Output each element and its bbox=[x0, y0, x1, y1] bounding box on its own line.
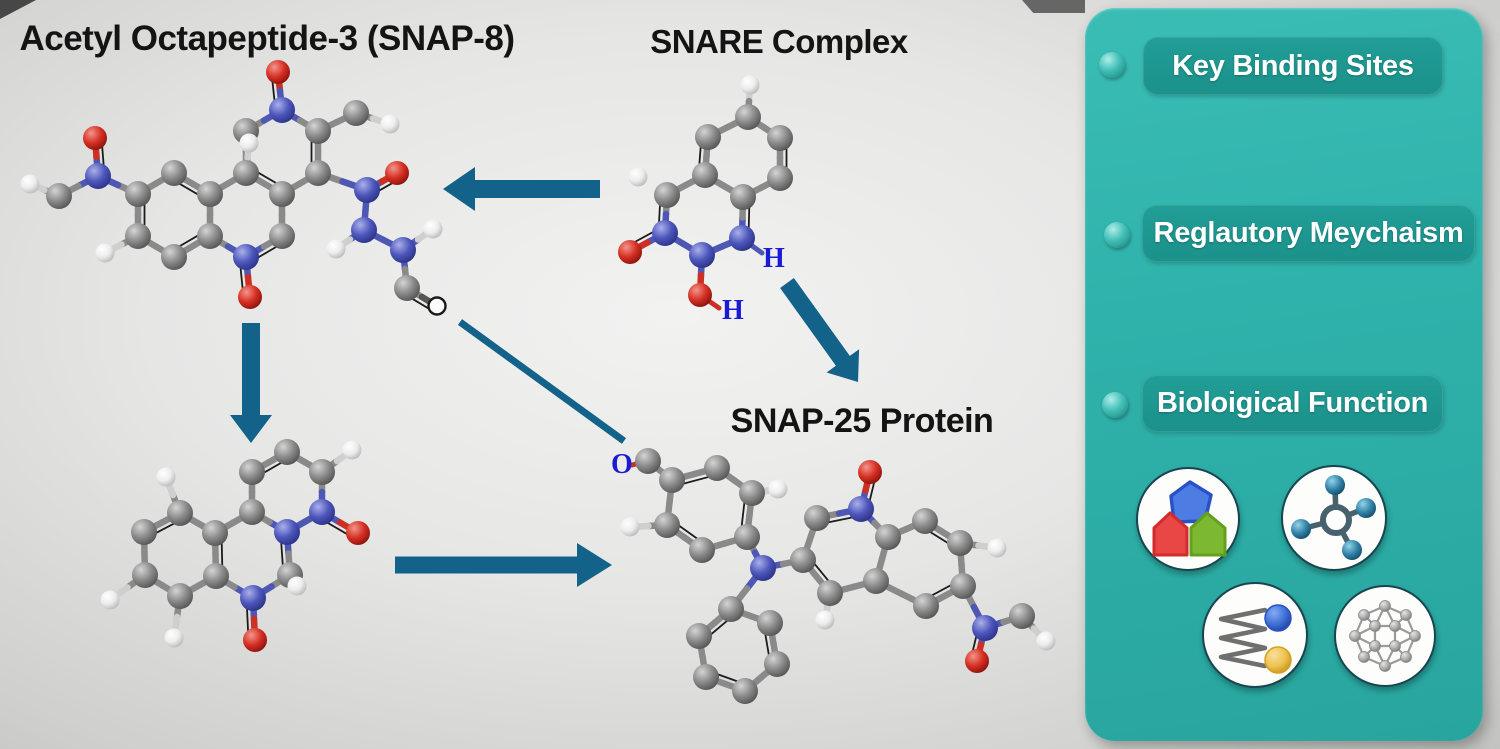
sidebar-item-label: Reglautory Meychaism bbox=[1153, 217, 1464, 249]
snare-complex-molecule: HH bbox=[618, 75, 793, 326]
snap8-molecule bbox=[20, 60, 447, 316]
molecule-network-icon-button[interactable] bbox=[1281, 465, 1387, 571]
lattice-icon-button[interactable] bbox=[1334, 585, 1436, 687]
svg-text:O: O bbox=[611, 449, 633, 480]
connector-line bbox=[457, 319, 627, 444]
arrow-snap8-down bbox=[230, 323, 272, 443]
sidebar-item-biological-function[interactable]: Bioloigical Function bbox=[1142, 375, 1443, 432]
shapes-icon-button[interactable] bbox=[1136, 467, 1240, 571]
snap25-title: SNAP-25 Protein bbox=[730, 402, 994, 440]
sidebar-panel: Key Binding Sites Reglautory Meychaism B… bbox=[1085, 8, 1483, 741]
spring-icon-button[interactable] bbox=[1202, 582, 1308, 688]
arrow-intermediate-to-snap25 bbox=[395, 543, 612, 587]
svg-text:H: H bbox=[722, 295, 744, 326]
dark-corner-top-right bbox=[1022, 0, 1085, 13]
bullet-sphere-icon bbox=[1104, 222, 1130, 248]
snap8-title: Acetyl Octapeptide-3 (SNAP-8) bbox=[19, 19, 515, 58]
arrow-snare-to-snap8 bbox=[443, 167, 600, 211]
snare-complex-title: SNARE Complex bbox=[650, 23, 908, 60]
sidebar-item-label: Bioloigical Function bbox=[1156, 387, 1429, 419]
bullet-sphere-icon bbox=[1102, 392, 1128, 418]
intermediate-molecule bbox=[100, 439, 370, 652]
bullet-sphere-icon bbox=[1099, 52, 1125, 78]
arrow-snare-to-snap25 bbox=[780, 278, 860, 382]
snap25-molecule: O bbox=[611, 448, 1056, 704]
sidebar-item-regulatory-mechanism[interactable]: Reglautory Meychaism bbox=[1142, 205, 1475, 262]
molecule-network-icon bbox=[1291, 475, 1376, 560]
shapes-icon bbox=[1152, 480, 1227, 557]
sidebar-item-label: Key Binding Sites bbox=[1172, 49, 1414, 82]
spring-icon bbox=[1218, 604, 1292, 674]
lattice-icon bbox=[1349, 600, 1421, 672]
sidebar-item-key-binding-sites[interactable]: Key Binding Sites bbox=[1143, 37, 1443, 95]
svg-text:H: H bbox=[763, 243, 785, 274]
